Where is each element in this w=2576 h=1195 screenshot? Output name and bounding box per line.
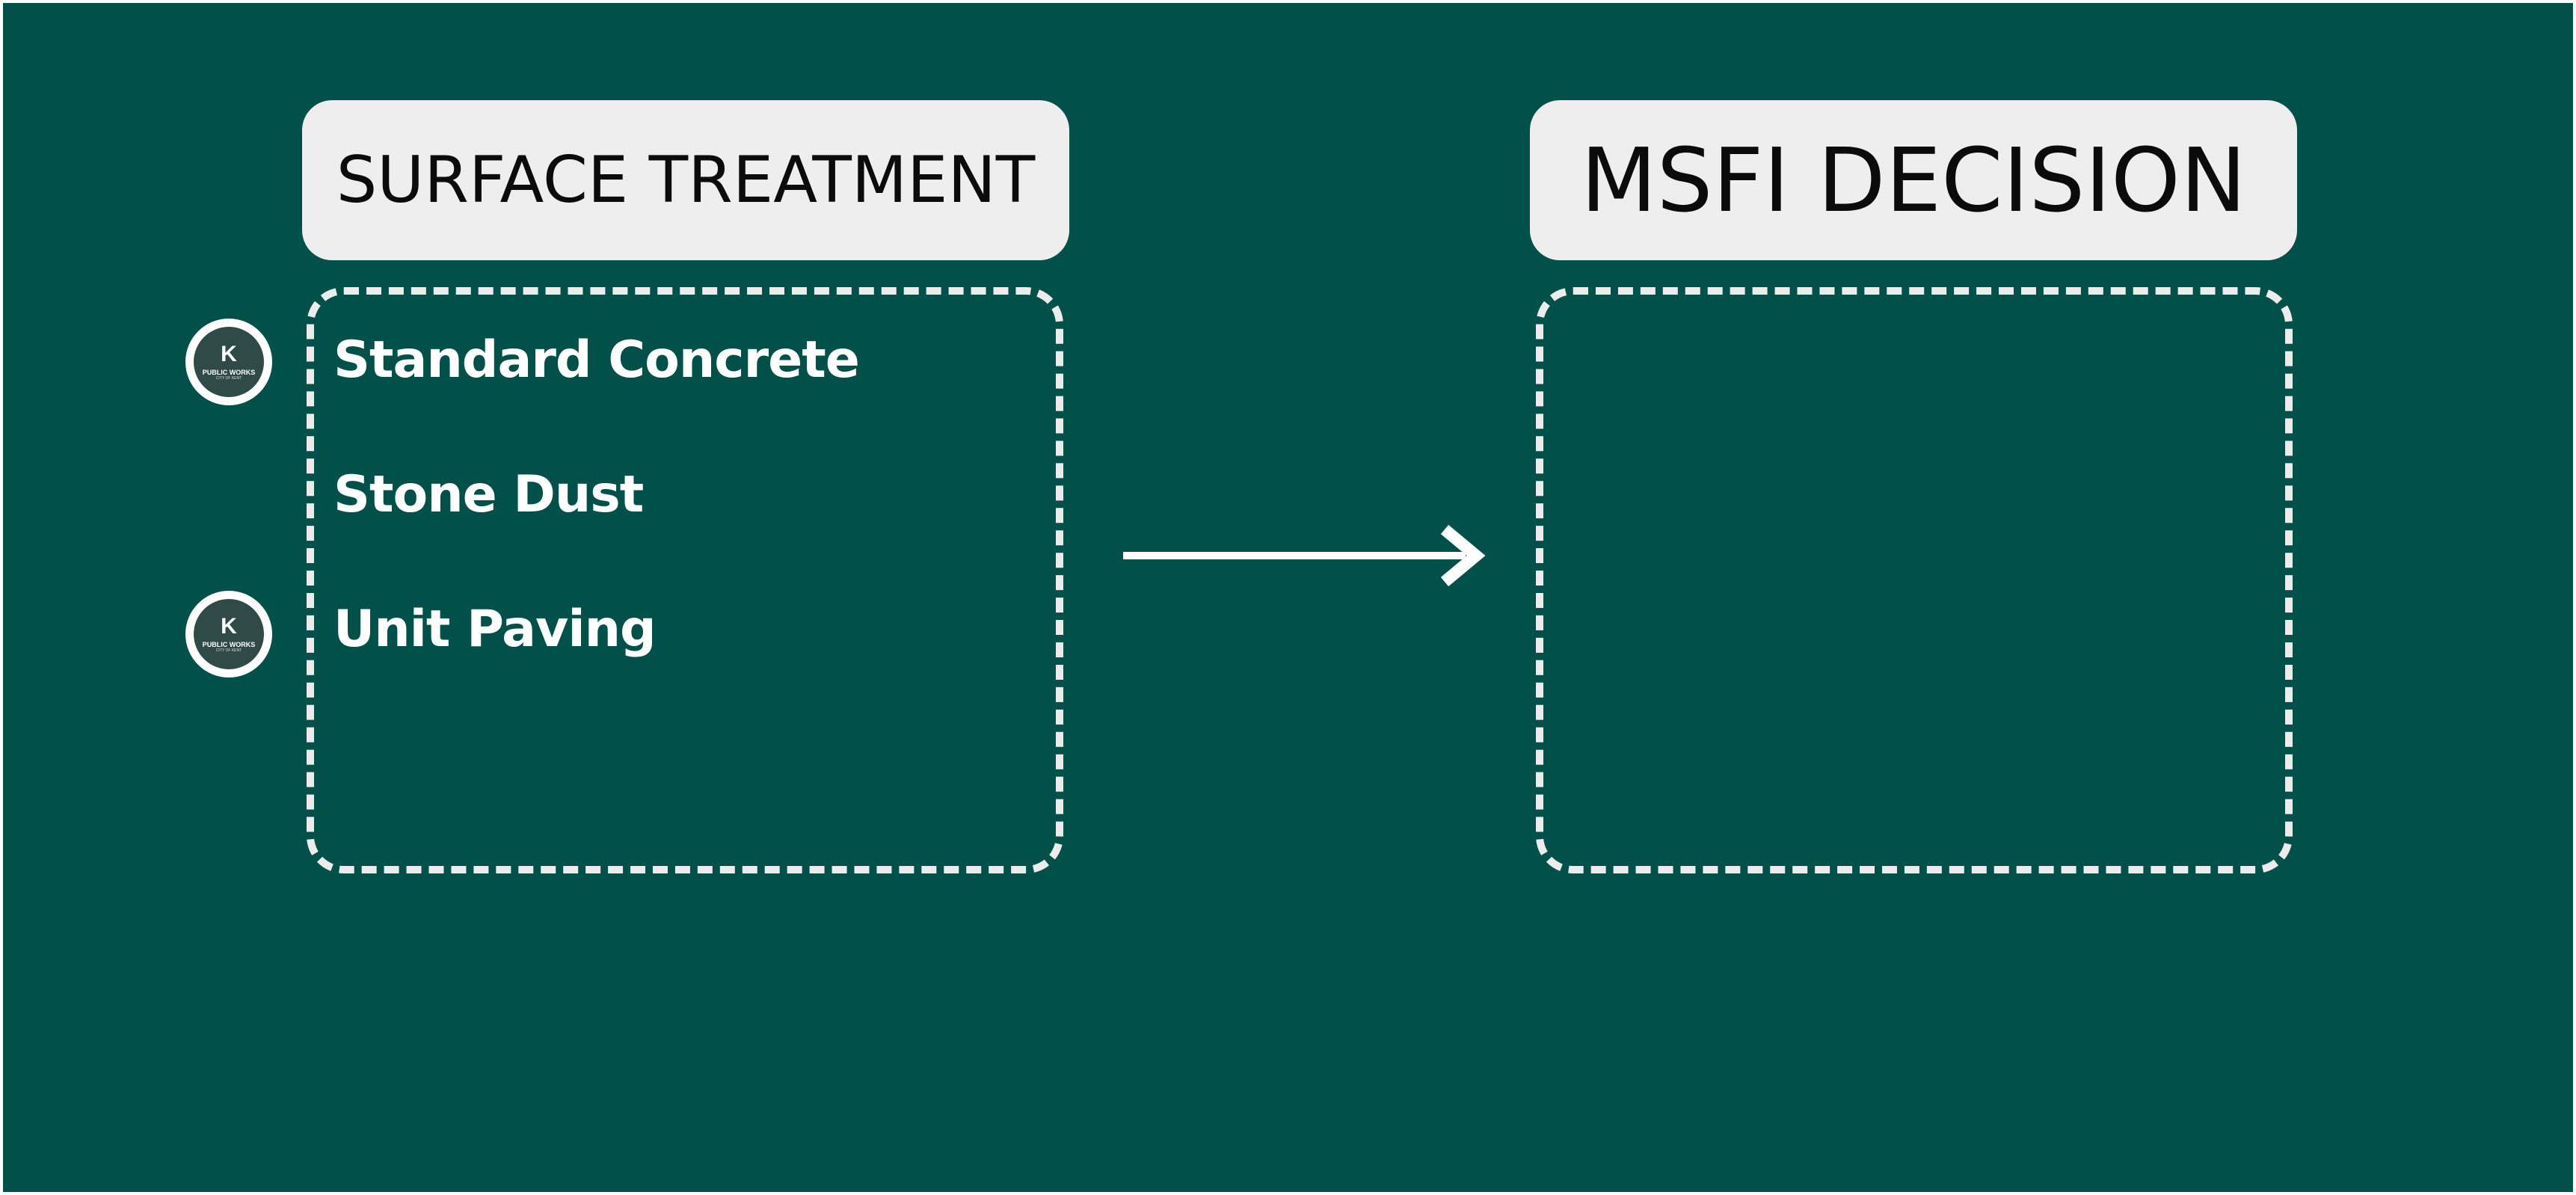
public-works-badge-icon: K PUBLIC WORKS CITY OF KENT: [185, 319, 272, 405]
diagram-canvas: SURFACE TREATMENT MSFI DECISION K PUBLIC…: [3, 3, 2573, 1192]
msfi-decision-box: [1536, 287, 2293, 873]
surface-item-standard-concrete: Standard Concrete: [333, 331, 860, 390]
surface-treatment-box: [307, 287, 1063, 873]
msfi-decision-title: MSFI DECISION: [1580, 129, 2247, 232]
surface-treatment-header: SURFACE TREATMENT: [302, 100, 1069, 260]
surface-item-stone-dust: Stone Dust: [333, 465, 644, 524]
msfi-decision-header: MSFI DECISION: [1530, 100, 2297, 260]
public-works-badge-icon: K PUBLIC WORKS CITY OF KENT: [185, 591, 272, 678]
surface-treatment-title: SURFACE TREATMENT: [336, 143, 1036, 218]
surface-item-unit-paving: Unit Paving: [333, 600, 657, 659]
right-arrow-icon: [1123, 524, 1486, 587]
